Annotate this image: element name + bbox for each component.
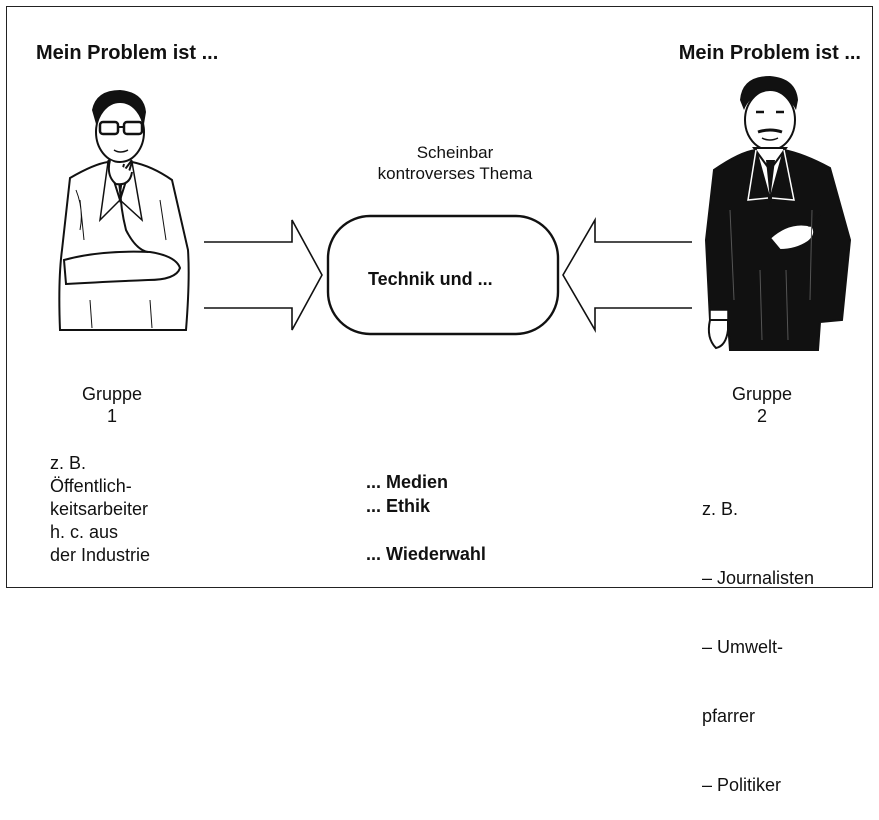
topic-medien: ... Medien bbox=[366, 472, 449, 492]
example-left-line: h. c. aus bbox=[50, 522, 119, 542]
topic-wiederwahl: ... Wiederwahl bbox=[366, 544, 486, 564]
example-right-line: pfarrer bbox=[702, 706, 756, 726]
group-left-label: Gruppe bbox=[81, 384, 143, 404]
example-left-line: keitsarbeiter bbox=[50, 499, 149, 519]
example-right-line: – Umwelt- bbox=[702, 637, 784, 657]
example-left-line: Öffentlich- bbox=[50, 476, 132, 496]
right-arrow bbox=[562, 217, 692, 333]
gesturing-man-illustration bbox=[704, 76, 852, 351]
left-heading: Mein Problem ist ... bbox=[36, 42, 219, 64]
group-right-number: 2 bbox=[756, 406, 767, 426]
example-left-line: der Industrie bbox=[50, 545, 151, 565]
example-right-line: – Politiker bbox=[702, 775, 782, 795]
examples-left: z. B. Öffentlich- keitsarbeiter h. c. au… bbox=[50, 452, 150, 567]
topic-caption-line-2: kontroverses Thema bbox=[377, 164, 533, 183]
group-left: Gruppe 1 bbox=[52, 383, 172, 427]
left-arrow bbox=[204, 219, 323, 331]
example-left-line: z. B. bbox=[50, 453, 87, 473]
group-right-label: Gruppe bbox=[731, 384, 793, 404]
group-left-number: 1 bbox=[106, 406, 117, 426]
topic-box bbox=[326, 214, 560, 336]
topic-box-text: Technik und ... bbox=[368, 269, 493, 289]
example-right-line: – Journalisten bbox=[702, 568, 815, 588]
thinking-man-illustration bbox=[58, 90, 190, 331]
group-right: Gruppe 2 bbox=[702, 383, 822, 427]
topic-ethik: ... Ethik bbox=[366, 496, 431, 516]
topic-caption-line-1: Scheinbar bbox=[416, 143, 494, 162]
right-heading: Mein Problem ist ... bbox=[678, 42, 861, 64]
example-right-line: z. B. bbox=[702, 499, 739, 519]
topic-caption: Scheinbar kontroverses Thema bbox=[360, 142, 550, 184]
examples-right: z. B. – Journalisten – Umwelt- pfarrer –… bbox=[702, 452, 814, 820]
diagram-connectors bbox=[204, 214, 692, 336]
